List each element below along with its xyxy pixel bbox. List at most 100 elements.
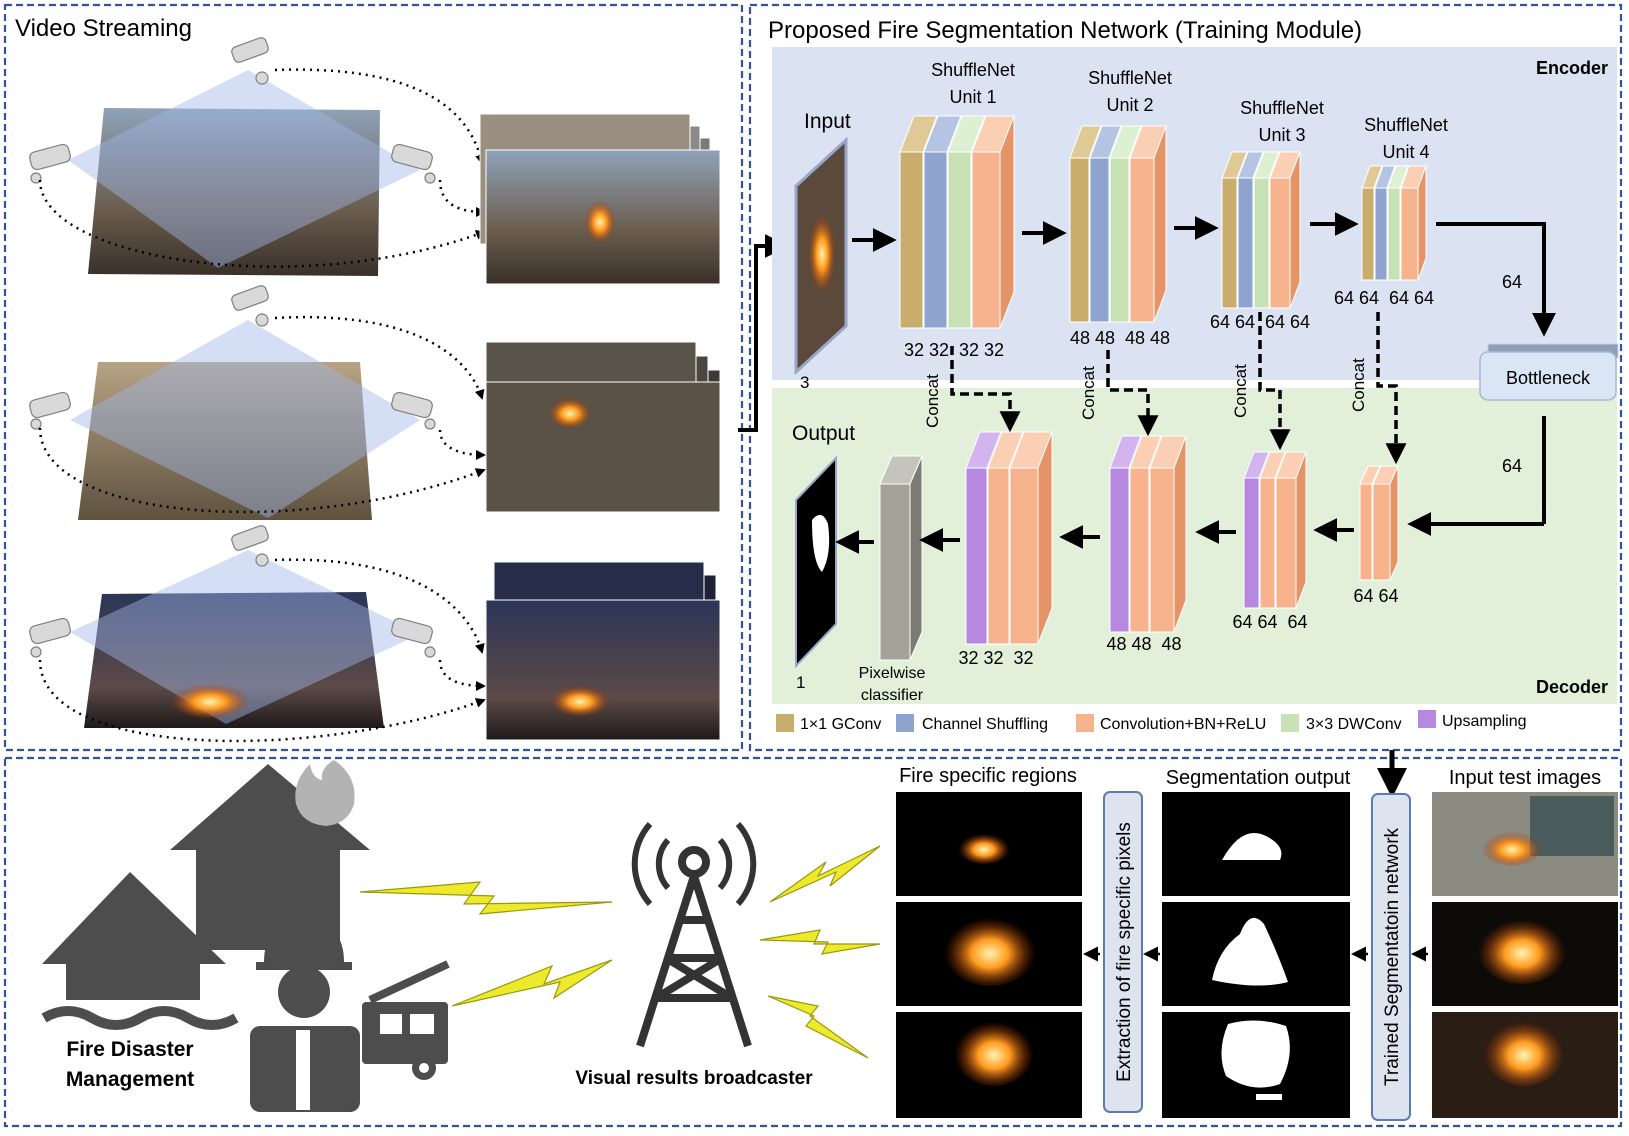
shufflenet-unit-1: ShuffleNet Unit 1 32 32 32 32 bbox=[899, 60, 1015, 360]
legend-swatch bbox=[1076, 714, 1094, 732]
output-mask bbox=[795, 455, 837, 669]
decoder-2-channels: 48 48 48 bbox=[1106, 634, 1181, 654]
stream-to-network-arrow bbox=[738, 234, 789, 432]
legend-swatch bbox=[1281, 714, 1299, 732]
lightning-icon bbox=[359, 881, 613, 915]
pixelwise-classifier: Pixelwise classifier bbox=[859, 455, 925, 704]
frame-stack-3 bbox=[485, 561, 721, 741]
video-panel-title: Video Streaming bbox=[15, 15, 192, 42]
unit-1-subtitle: Unit 1 bbox=[949, 87, 996, 107]
legend-label: 1×1 GConv bbox=[800, 716, 881, 733]
concat-label-1: Concat bbox=[923, 374, 942, 428]
trained-network-box: Trained Segmentatoin network bbox=[1371, 793, 1411, 1121]
cctv-camera-icon bbox=[29, 143, 71, 184]
camera-scene-1 bbox=[68, 70, 420, 276]
concat-label-2: Concat bbox=[1079, 366, 1098, 420]
legend-swatch bbox=[1418, 710, 1436, 728]
shufflenet-unit-3: ShuffleNet Unit 3 64 64 64 64 bbox=[1210, 98, 1324, 332]
fire-blob bbox=[170, 682, 250, 718]
unit-2-subtitle: Unit 2 bbox=[1106, 95, 1153, 115]
decoder-block-4: 64 64 bbox=[1353, 465, 1399, 606]
panel-borders bbox=[3, 3, 1623, 1128]
extraction-box: Extraction of fire specific pixels bbox=[1103, 791, 1143, 1113]
feature-block-conv-bn-relu bbox=[1009, 431, 1053, 645]
stream-arrows bbox=[38, 68, 486, 743]
cctv-camera-icon bbox=[391, 617, 436, 658]
input-label: Input bbox=[804, 110, 851, 133]
decoder-3-channels: 64 64 64 bbox=[1232, 612, 1307, 632]
cctv-camera-icon bbox=[29, 391, 71, 430]
cctv-camera-icon bbox=[231, 285, 269, 327]
network-panel-border bbox=[748, 3, 1623, 752]
input-test-images-title: Input test images bbox=[1449, 767, 1601, 789]
skip-connections bbox=[950, 312, 1407, 465]
unit-3-title: ShuffleNet bbox=[1240, 98, 1324, 118]
video-panel-border bbox=[3, 3, 744, 752]
concat-label-4: Concat bbox=[1349, 358, 1368, 412]
management-line-1: Fire Disaster bbox=[66, 1038, 193, 1061]
unit-1-title: ShuffleNet bbox=[931, 60, 1015, 80]
segmentation-output-title: Segmentation output bbox=[1166, 767, 1351, 789]
trained-network-label: Trained Segmentatoin network bbox=[1382, 827, 1403, 1086]
camera-scene-2 bbox=[70, 320, 420, 520]
legend-label: Convolution+BN+ReLU bbox=[1100, 716, 1266, 733]
unit-2-title: ShuffleNet bbox=[1088, 68, 1172, 88]
lightning-icon bbox=[767, 995, 869, 1059]
encoder-label: Encoder bbox=[1536, 58, 1608, 78]
shufflenet-unit-4: ShuffleNet Unit 4 64 64 64 64 bbox=[1334, 115, 1448, 308]
frame-stack-2 bbox=[485, 341, 721, 513]
flood-waves-icon bbox=[41, 1006, 239, 1030]
bottleneck-label: Bottleneck bbox=[1506, 368, 1591, 388]
feature-block-conv-bn-relu bbox=[1372, 465, 1399, 581]
cctv-camera-icon bbox=[231, 525, 269, 567]
feature-block-conv-bn-relu bbox=[971, 115, 1015, 329]
legend-swatch bbox=[896, 714, 914, 732]
decoder-block-3: 64 64 64 bbox=[1232, 451, 1308, 632]
lightning-icon bbox=[769, 845, 881, 903]
decoder-label: Decoder bbox=[1536, 677, 1608, 697]
application-panel-border bbox=[3, 756, 1623, 1128]
camera-coverage bbox=[70, 550, 420, 724]
cctv-cameras bbox=[29, 37, 436, 658]
broadcaster-label: Visual results broadcaster bbox=[575, 1068, 813, 1089]
input-channels: 3 bbox=[800, 373, 809, 392]
concat-labels: Concat Concat Concat Concat bbox=[923, 358, 1368, 428]
scene-image bbox=[84, 592, 384, 728]
legend-label: Upsampling bbox=[1442, 713, 1526, 730]
feature-block-conv-bn-relu bbox=[1149, 435, 1187, 633]
legend-label: 3×3 DWConv bbox=[1306, 716, 1402, 733]
decoder-1-channels: 32 32 32 bbox=[958, 648, 1033, 668]
feature-block-conv-bn-relu bbox=[1129, 125, 1167, 323]
unit-1-channels: 32 32 32 32 bbox=[904, 340, 1004, 360]
unit-3-channels: 64 64 64 64 bbox=[1210, 312, 1310, 332]
cctv-camera-icon bbox=[391, 391, 436, 430]
decoder-4-channels: 64 64 bbox=[1353, 586, 1398, 606]
output-mask-fire bbox=[812, 514, 830, 572]
feature-block-conv-bn-relu bbox=[1400, 165, 1427, 281]
camera-coverage bbox=[68, 70, 420, 268]
radio-tower-icon bbox=[631, 822, 757, 1048]
bottleneck-in-channels: 64 bbox=[1502, 272, 1522, 292]
feature-block-conv-bn-relu bbox=[1269, 151, 1301, 309]
output-channels: 1 bbox=[796, 673, 805, 692]
network-panel-title: Proposed Fire Segmentation Network (Trai… bbox=[768, 17, 1362, 44]
firefighter-icon bbox=[250, 918, 360, 1112]
test-input-images bbox=[1432, 792, 1618, 1118]
frame-stack-1 bbox=[479, 113, 721, 285]
legend: 1×1 GConv Channel Shuffling Convolution+… bbox=[776, 710, 1526, 733]
fire-regions-title: Fire specific regions bbox=[899, 765, 1077, 787]
unit-3-subtitle: Unit 3 bbox=[1258, 125, 1305, 145]
unit-4-subtitle: Unit 4 bbox=[1382, 142, 1429, 162]
encoder-region bbox=[772, 47, 1617, 380]
lightning-bolts bbox=[359, 845, 881, 1059]
legend-label: Channel Shuffling bbox=[922, 716, 1048, 733]
houses-icon bbox=[42, 760, 370, 1000]
decoder-arrows bbox=[835, 518, 1354, 554]
decoder-block-1: 32 32 32 bbox=[958, 431, 1053, 668]
fire-truck-icon bbox=[362, 960, 450, 1080]
flame-icon bbox=[295, 760, 355, 826]
segmentation-masks bbox=[1162, 792, 1350, 1118]
lightning-icon bbox=[759, 929, 881, 955]
